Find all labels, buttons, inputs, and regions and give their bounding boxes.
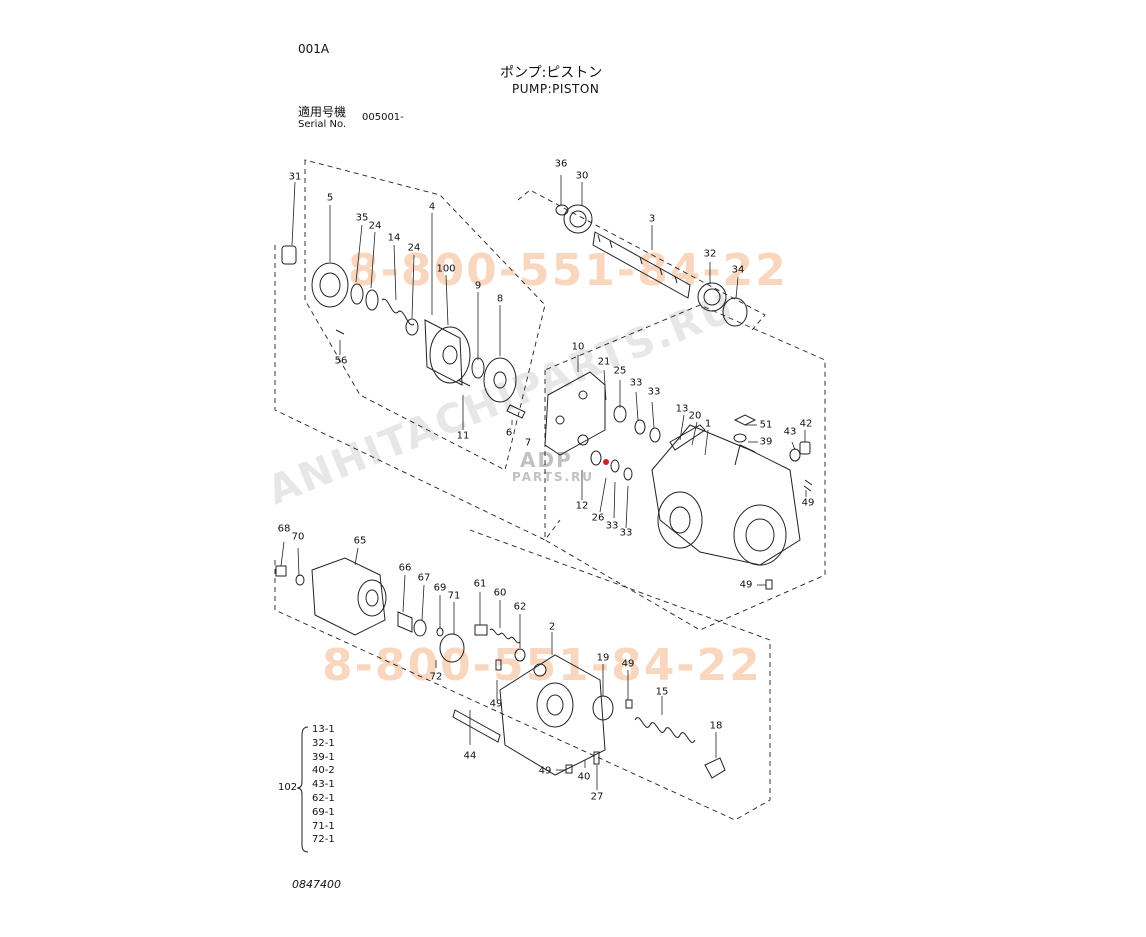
callout-24: 24 <box>368 220 382 232</box>
phone-watermark-bottom: 8-800-551-84-22 <box>322 640 762 691</box>
serial-label-english: Serial No. <box>298 119 347 130</box>
kit-number: 102 <box>278 782 298 793</box>
callout-25: 25 <box>613 365 627 377</box>
callout-33: 33 <box>605 520 619 532</box>
callout-66: 66 <box>398 562 412 574</box>
callout-3: 3 <box>648 213 656 225</box>
callout-24: 24 <box>407 242 421 254</box>
callout-6: 6 <box>505 427 513 439</box>
callout-68: 68 <box>277 523 291 535</box>
callout-27: 27 <box>590 791 604 803</box>
callout-100: 100 <box>436 263 456 275</box>
callout-4: 4 <box>428 201 436 213</box>
callout-60: 60 <box>493 587 507 599</box>
callout-49: 49 <box>801 497 815 509</box>
callout-15: 15 <box>655 686 669 698</box>
callout-49: 49 <box>489 698 503 710</box>
regulator-block <box>452 624 726 779</box>
callout-26: 26 <box>591 512 605 524</box>
kit-item: 32-1 <box>312 737 335 749</box>
kit-item: 62-1 <box>312 793 335 804</box>
kit-item: 69-1 <box>312 806 335 818</box>
callout-32: 32 <box>703 248 717 260</box>
callout-7: 7 <box>524 437 532 449</box>
callout-31: 31 <box>288 171 302 183</box>
callout-9: 9 <box>474 280 482 292</box>
callout-1: 1 <box>704 418 712 430</box>
kit-bracket <box>296 726 309 853</box>
phone-watermark-top: 8-800-551-84-22 <box>348 245 788 296</box>
callout-12: 12 <box>575 500 589 512</box>
kit-item: 71-1 <box>312 820 335 832</box>
drawing-number: 0847400 <box>292 878 341 891</box>
title-english: PUMP:PISTON <box>512 82 600 96</box>
callout-72: 72 <box>429 671 443 683</box>
callout-21: 21 <box>597 356 611 368</box>
kit-item: 72-1 <box>312 834 335 846</box>
kit-item: 40-2 <box>312 765 335 777</box>
callout-40: 40 <box>577 771 591 783</box>
callout-8: 8 <box>496 293 504 305</box>
callout-56: 56 <box>334 355 348 367</box>
callout-14: 14 <box>387 232 401 244</box>
callout-36: 36 <box>554 158 568 170</box>
shaft-assembly <box>555 204 748 327</box>
callout-69: 69 <box>433 582 447 594</box>
callout-71: 71 <box>447 590 461 602</box>
gear-pump <box>275 557 465 663</box>
kit-item: 13-1 <box>312 724 335 735</box>
red-marker <box>603 459 609 465</box>
callout-49: 49 <box>538 765 552 777</box>
kit-item: 39-1 <box>312 751 335 763</box>
assembly-boundaries <box>274 159 826 821</box>
callout-70: 70 <box>291 531 305 543</box>
callout-10: 10 <box>571 341 585 353</box>
page-code: 001A <box>298 42 330 56</box>
leader-lines <box>280 175 807 790</box>
serial-value: 005001- <box>362 112 404 123</box>
main-housing <box>544 371 813 590</box>
callout-65: 65 <box>353 535 367 547</box>
callout-61: 61 <box>473 578 487 590</box>
callout-49: 49 <box>621 658 635 670</box>
callout-2: 2 <box>548 621 556 633</box>
callout-5: 5 <box>326 192 334 204</box>
callout-49: 49 <box>739 579 753 591</box>
callout-44: 44 <box>463 750 477 762</box>
logo-watermark-line2: PARTS.RU <box>512 470 595 484</box>
callout-42: 42 <box>799 418 813 430</box>
callout-34: 34 <box>731 264 745 276</box>
callout-33: 33 <box>619 527 633 539</box>
callout-20: 20 <box>688 410 702 422</box>
rotating-group <box>281 245 526 419</box>
kit-item: 43-1 <box>312 779 335 791</box>
callout-13: 13 <box>675 403 689 415</box>
callout-18: 18 <box>709 720 723 732</box>
callout-33: 33 <box>647 386 661 398</box>
callout-33: 33 <box>629 377 643 389</box>
callout-62: 62 <box>513 601 527 613</box>
callout-11: 11 <box>456 430 470 442</box>
callout-30: 30 <box>575 170 589 182</box>
callout-51: 51 <box>759 419 773 431</box>
title-japanese: ポンプ:ピストン <box>500 65 603 81</box>
callout-35: 35 <box>355 212 369 224</box>
callout-39: 39 <box>759 436 773 448</box>
callout-67: 67 <box>417 572 431 584</box>
callout-43: 43 <box>783 426 797 438</box>
serial-label-japanese: 適用号機 <box>298 105 347 119</box>
callout-19: 19 <box>596 652 610 664</box>
